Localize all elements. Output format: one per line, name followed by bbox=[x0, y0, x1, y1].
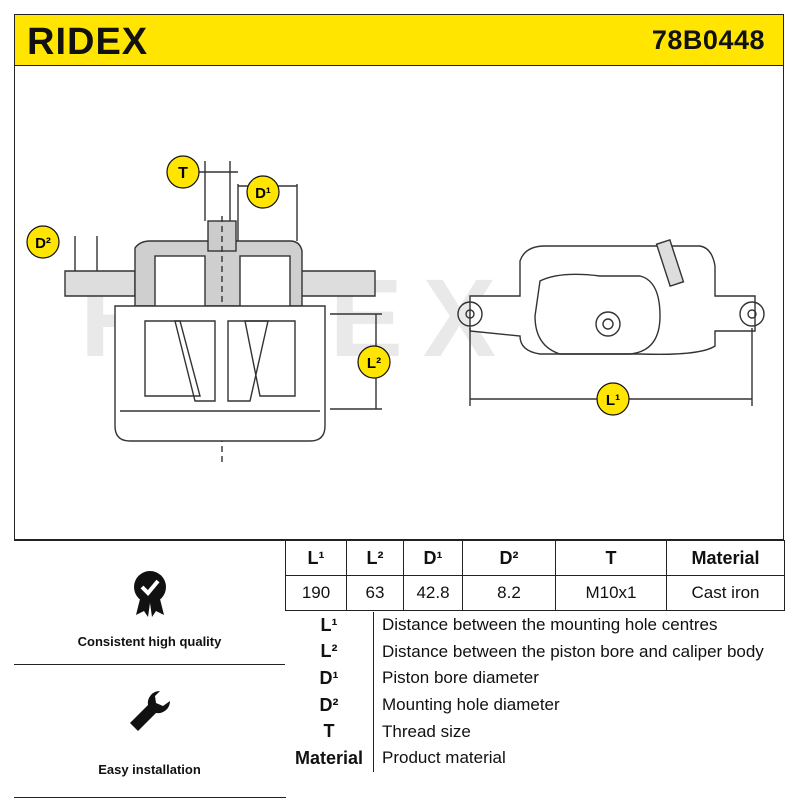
caliper-drawing: RIDEX bbox=[26, 155, 765, 466]
header-bar: RIDEX 78B0448 bbox=[14, 14, 784, 66]
legend-key: T bbox=[285, 718, 374, 745]
drawing-frame bbox=[14, 66, 784, 540]
feature-installation: Easy installation bbox=[14, 664, 285, 796]
part-number: 78B0448 bbox=[651, 25, 765, 55]
legend-key: L¹ bbox=[285, 612, 374, 639]
spec-header-material: Material bbox=[666, 540, 785, 576]
feature-label: Consistent high quality bbox=[77, 634, 222, 649]
legend-desc: Distance between the mounting hole centr… bbox=[382, 615, 718, 635]
brand-logo-text: RIDEX bbox=[27, 21, 148, 61]
spec-value-l1: 190 bbox=[285, 575, 347, 611]
spec-header-l1: L¹ bbox=[285, 540, 347, 576]
spec-value-row: 190 63 42.8 8.2 M10x1 Cast iron bbox=[285, 575, 785, 611]
dim-label-d1: D¹ bbox=[246, 175, 280, 209]
spec-value-d2: 8.2 bbox=[462, 575, 556, 611]
spec-header-d2: D² bbox=[462, 540, 556, 576]
legend-key: D¹ bbox=[285, 665, 374, 692]
feature-label: Easy installation bbox=[98, 762, 201, 777]
legend-row: D² Mounting hole diameter bbox=[285, 691, 785, 719]
dim-label-l2: L² bbox=[357, 345, 391, 379]
legend-table: L¹ Distance between the mounting hole cen… bbox=[285, 612, 785, 772]
dim-label-t: T bbox=[166, 155, 200, 189]
legend-desc: Thread size bbox=[382, 721, 471, 741]
svg-text:T: T bbox=[178, 165, 188, 182]
spec-value-l2: 63 bbox=[346, 575, 404, 611]
caliper-side-view bbox=[64, 161, 382, 466]
svg-text:L²: L² bbox=[367, 355, 381, 372]
caliper-front-view bbox=[457, 239, 765, 406]
feature-quality: Consistent high quality bbox=[14, 540, 285, 664]
legend-row: Material Product material bbox=[285, 744, 785, 772]
legend-row: L² Distance between the piston bore and c… bbox=[285, 638, 785, 666]
spec-value-t: M10x1 bbox=[555, 575, 667, 611]
dim-label-l1: L¹ bbox=[596, 382, 630, 416]
brand-logo: RIDEX bbox=[27, 21, 192, 66]
legend-desc: Piston bore diameter bbox=[382, 668, 539, 688]
legend-desc: Product material bbox=[382, 748, 506, 768]
badge-check-icon bbox=[133, 571, 166, 617]
spec-value-d1: 42.8 bbox=[403, 575, 463, 611]
spec-table: L¹ L² D¹ D² T Material 190 63 42.8 8.2 M… bbox=[285, 540, 785, 611]
spec-header-d1: D¹ bbox=[403, 540, 463, 576]
legend-key: L² bbox=[285, 638, 374, 666]
svg-text:L¹: L¹ bbox=[606, 392, 620, 409]
dim-label-d2: D² bbox=[26, 225, 60, 259]
svg-text:D¹: D¹ bbox=[255, 185, 271, 202]
spec-value-material: Cast iron bbox=[666, 575, 785, 611]
svg-text:D²: D² bbox=[35, 235, 51, 252]
wrench-icon bbox=[129, 690, 170, 731]
spec-header-t: T bbox=[555, 540, 667, 576]
legend-row: T Thread size bbox=[285, 718, 785, 745]
legend-desc: Mounting hole diameter bbox=[382, 695, 560, 715]
legend-key: Material bbox=[285, 744, 374, 772]
legend-desc: Distance between the piston bore and cal… bbox=[382, 641, 764, 661]
legend-row: L¹ Distance between the mounting hole cen… bbox=[285, 612, 785, 639]
spec-header-l2: L² bbox=[346, 540, 404, 576]
spec-header-row: L¹ L² D¹ D² T Material bbox=[285, 540, 785, 576]
legend-row: D¹ Piston bore diameter bbox=[285, 665, 785, 692]
legend-key: D² bbox=[285, 691, 374, 719]
